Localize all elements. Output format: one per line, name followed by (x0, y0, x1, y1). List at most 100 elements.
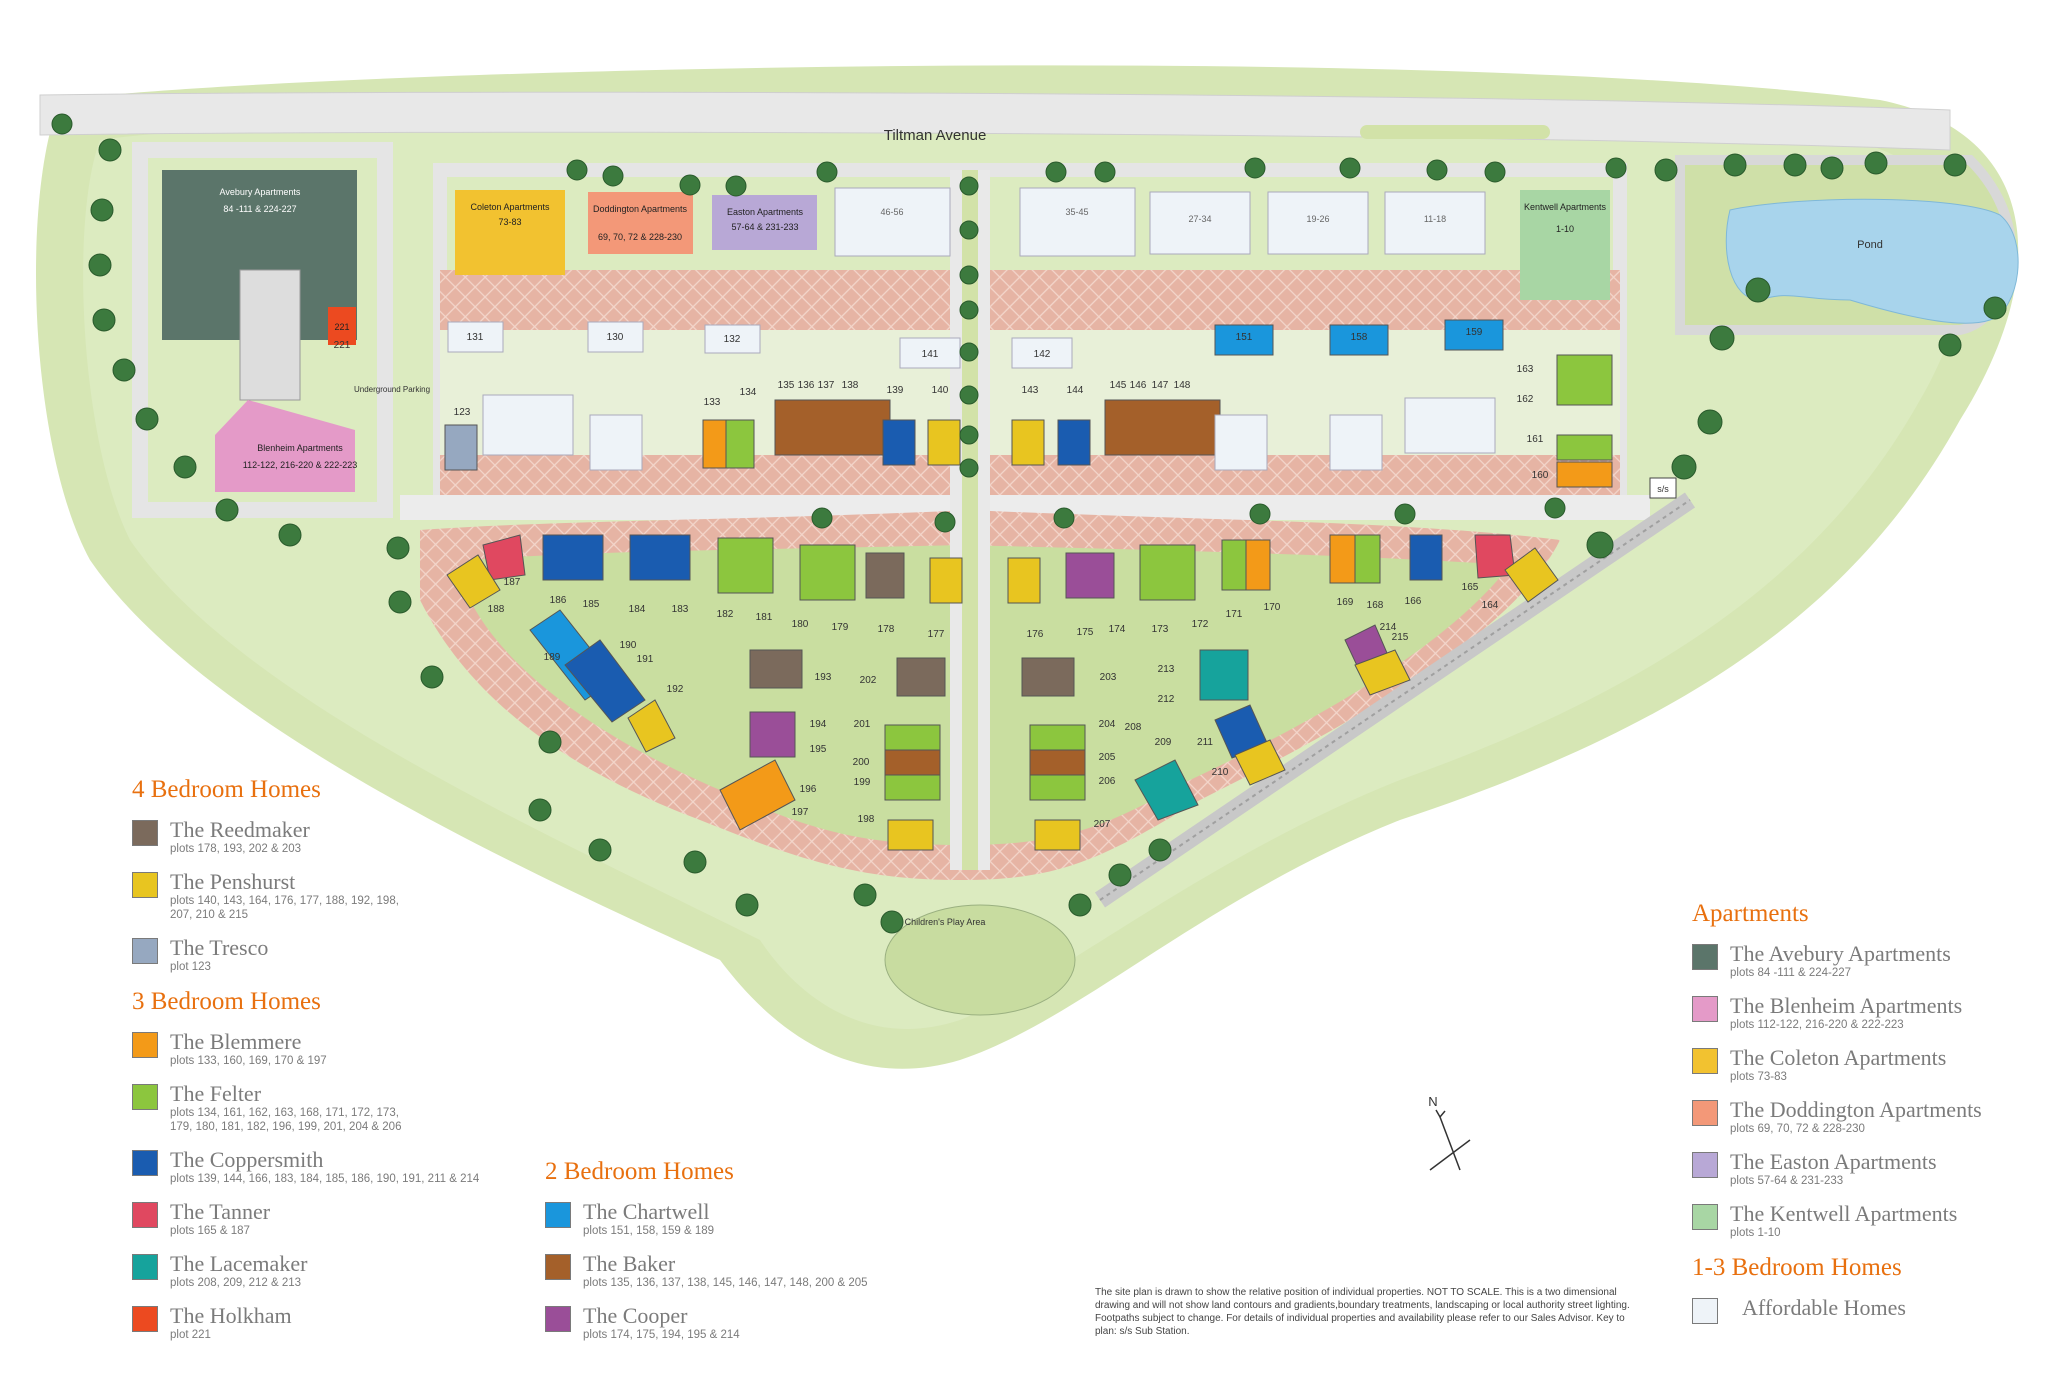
svg-text:133: 133 (704, 397, 721, 408)
play-area (884, 904, 1076, 1016)
apartment-blocks: Avebury Apartments 84 -111 & 224-227 221… (162, 170, 1610, 492)
site-plan-disclaimer: The site plan is drawn to show the relat… (1095, 1287, 1630, 1337)
svg-text:159: 159 (1466, 327, 1483, 338)
svg-text:164: 164 (1482, 600, 1499, 611)
svg-text:212: 212 (1158, 694, 1175, 705)
svg-text:173: 173 (1152, 624, 1169, 635)
affordable-block-35-45 (1019, 187, 1136, 257)
underground-parking-label: Underground Parking (354, 385, 430, 394)
legend-swatch (132, 1202, 158, 1228)
svg-text:188: 188 (488, 604, 505, 615)
svg-text:84 -111 & 224-227: 84 -111 & 224-227 (223, 204, 296, 214)
svg-text:196: 196 (800, 784, 817, 795)
svg-text:208: 208 (1125, 722, 1142, 733)
affordable-block-19-26 (1267, 191, 1369, 255)
svg-text:160: 160 (1532, 470, 1549, 481)
svg-text:35-45: 35-45 (1065, 207, 1088, 217)
legend-swatch (1692, 996, 1718, 1022)
svg-text:195: 195 (810, 744, 827, 755)
svg-text:134: 134 (740, 387, 757, 398)
svg-text:46-56: 46-56 (880, 207, 903, 217)
svg-text:186: 186 (550, 595, 567, 606)
svg-text:221: 221 (334, 322, 349, 332)
svg-text:148: 148 (1174, 380, 1191, 391)
doddington-apartments (588, 192, 693, 254)
upper-row-houses (444, 319, 1613, 488)
legend-swatch (132, 872, 158, 898)
svg-text:112-122, 216-220 & 222-223: 112-122, 216-220 & 222-223 (243, 460, 357, 470)
legend-swatch (1692, 1152, 1718, 1178)
svg-text:179: 179 (832, 622, 849, 633)
svg-text:178: 178 (878, 624, 895, 635)
svg-text:211: 211 (1197, 737, 1213, 748)
svg-text:140: 140 (932, 385, 949, 396)
svg-text:181: 181 (756, 612, 773, 623)
svg-text:198: 198 (858, 814, 875, 825)
affordable-block-46-56 (834, 187, 951, 257)
svg-text:27-34: 27-34 (1188, 214, 1211, 224)
svg-text:176: 176 (1027, 629, 1044, 640)
svg-text:171: 171 (1226, 609, 1243, 620)
svg-text:191: 191 (637, 654, 654, 665)
svg-text:175: 175 (1077, 627, 1094, 638)
svg-text:180: 180 (792, 619, 809, 630)
svg-text:193: 193 (815, 672, 832, 683)
svg-text:138: 138 (842, 380, 859, 391)
svg-text:172: 172 (1192, 619, 1209, 630)
legend-swatch (132, 1306, 158, 1332)
easton-apartments (712, 195, 817, 250)
svg-text:Coleton Apartments: Coleton Apartments (470, 202, 550, 212)
substation-label: s/s (1657, 484, 1669, 494)
legend-apartments-heading: Apartments (1692, 900, 1809, 927)
svg-text:201: 201 (854, 719, 871, 730)
legend-swatch (1692, 944, 1718, 970)
tiltman-avenue-label: Tiltman Avenue (884, 127, 987, 144)
legend-swatch (1692, 1298, 1718, 1324)
svg-text:Doddington Apartments: Doddington Apartments (593, 204, 688, 214)
svg-text:213: 213 (1158, 664, 1175, 675)
legend-swatch (545, 1202, 571, 1228)
svg-text:145: 145 (1110, 380, 1127, 391)
legend-one-three-bedroom-heading: 1-3 Bedroom Homes (1692, 1254, 1902, 1281)
svg-text:204: 204 (1099, 719, 1116, 730)
svg-text:215: 215 (1392, 632, 1409, 643)
svg-text:206: 206 (1099, 776, 1116, 787)
svg-text:162: 162 (1517, 394, 1534, 405)
svg-text:184: 184 (629, 604, 646, 615)
svg-text:205: 205 (1099, 752, 1116, 763)
svg-text:203: 203 (1100, 672, 1117, 683)
svg-text:197: 197 (792, 807, 809, 818)
kentwell-apartments (1520, 190, 1610, 300)
lower-row-houses (446, 534, 1559, 851)
north-arrow (1429, 1109, 1471, 1171)
svg-text:19-26: 19-26 (1306, 214, 1329, 224)
legend-one-three-bedroom: 1-3 Bedroom Homes Affordable Homes (1692, 1254, 2032, 1324)
svg-text:158: 158 (1351, 332, 1368, 343)
svg-text:123: 123 (454, 407, 471, 418)
svg-text:Blenheim Apartments: Blenheim Apartments (257, 443, 343, 453)
svg-text:Kentwell Apartments: Kentwell Apartments (1524, 202, 1607, 212)
holkham-block (328, 307, 356, 345)
legend-swatch (1692, 1048, 1718, 1074)
svg-text:183: 183 (672, 604, 689, 615)
svg-text:189: 189 (544, 652, 561, 663)
legend-swatch (1692, 1100, 1718, 1126)
legend-swatch (545, 1254, 571, 1280)
svg-text:177: 177 (928, 629, 945, 640)
